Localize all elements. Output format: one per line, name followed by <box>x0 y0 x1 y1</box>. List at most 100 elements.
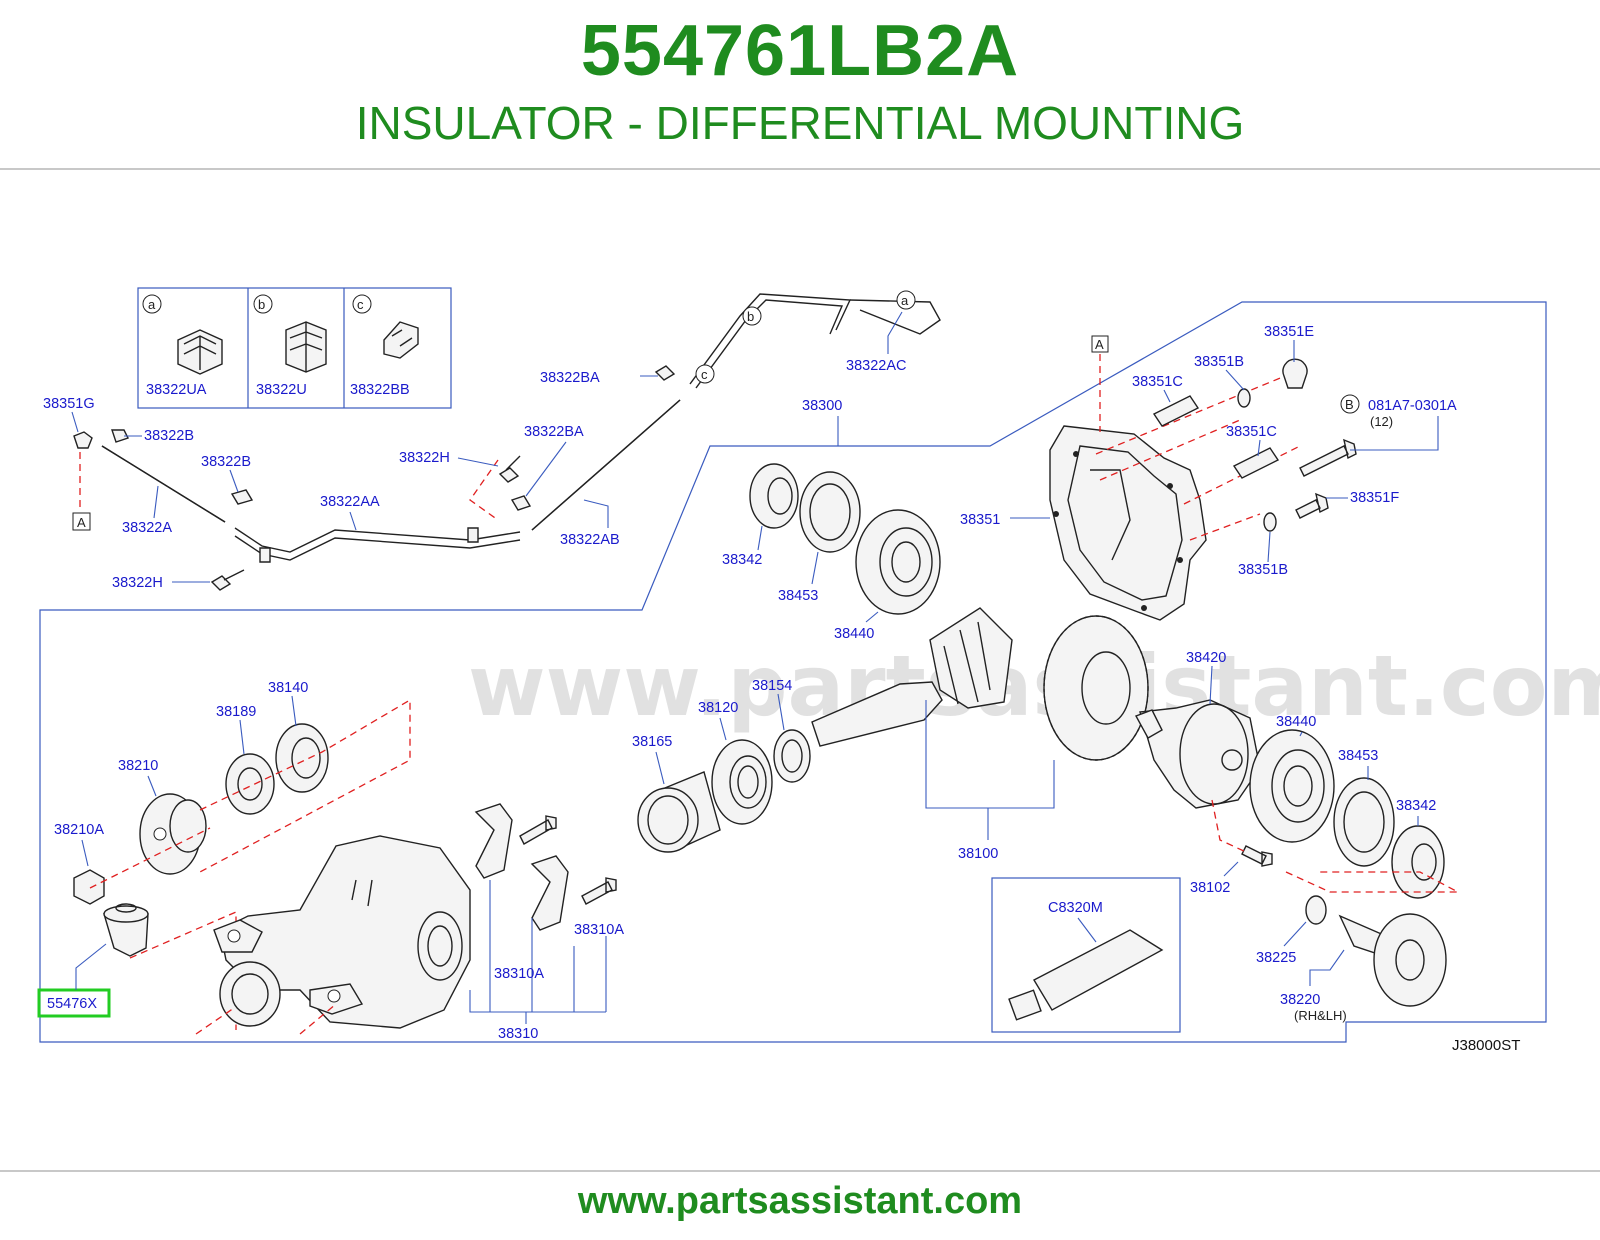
bearing-38140 <box>275 723 329 793</box>
bolt-icon <box>581 877 617 905</box>
label-38351E[interactable]: 38351E <box>1264 324 1314 340</box>
label-38351B[interactable]: 38351B <box>1238 562 1288 578</box>
ref-box-a <box>72 512 91 531</box>
label-38225[interactable]: 38225 <box>1256 950 1296 966</box>
clip-inset-box: a b c 38322UA 38322U 38322BB <box>137 287 452 409</box>
bolt-icon <box>1295 492 1329 519</box>
ref-circle-b: B <box>1345 397 1354 412</box>
label-38351C[interactable]: 38351C <box>1132 374 1183 390</box>
label-38310A[interactable]: 38310A <box>574 922 624 938</box>
label-38210[interactable]: 38210 <box>118 758 158 774</box>
shim-38154 <box>773 729 811 783</box>
bearing-38120 <box>711 739 773 825</box>
bearing-38342-lower <box>1391 825 1445 899</box>
seal-38453-upper <box>799 471 861 553</box>
part-number-title: 554761LB2A <box>580 11 1020 91</box>
inset-circle-c: c <box>357 297 364 312</box>
plug-icon <box>1282 358 1308 389</box>
label-38322UA[interactable]: 38322UA <box>146 382 207 398</box>
label-38322BA[interactable]: 38322BA <box>540 370 600 386</box>
header-divider <box>0 168 1600 170</box>
label-38322AA[interactable]: 38322AA <box>320 494 380 510</box>
highlight-box-55476X <box>37 988 111 1018</box>
clip-icon <box>177 329 223 375</box>
companion-flange-38210 <box>139 793 207 875</box>
label-38189[interactable]: 38189 <box>216 704 256 720</box>
ref-box-a-label: A <box>77 515 86 530</box>
label-38310A[interactable]: 38310A <box>494 966 544 982</box>
bolt-icon <box>1299 438 1357 477</box>
label-38140[interactable]: 38140 <box>268 680 308 696</box>
clip-icon <box>510 495 532 511</box>
label-38322H[interactable]: 38322H <box>112 575 163 591</box>
rear-cover <box>1049 425 1207 621</box>
diagram-code: J38000ST <box>1452 1037 1520 1054</box>
bearing-38342-upper <box>749 463 799 529</box>
label-38220[interactable]: 38220 <box>1280 992 1320 1008</box>
main-assembly-boundary <box>39 301 1547 1043</box>
guide-line <box>469 459 499 521</box>
bolt-icon <box>1241 845 1273 867</box>
label-38300[interactable]: 38300 <box>802 398 842 414</box>
label-38453[interactable]: 38453 <box>1338 748 1378 764</box>
sealant-box <box>991 877 1181 1033</box>
ring-gear <box>1043 615 1149 761</box>
fitting-icon <box>73 431 93 449</box>
clip-icon <box>383 321 419 359</box>
guide-line <box>195 1003 337 1035</box>
breather-tube-assembly: b a c <box>73 290 941 591</box>
label-55476X[interactable]: 55476X <box>47 996 97 1012</box>
label-081A7-0301A[interactable]: 081A7-0301A <box>1368 398 1457 414</box>
label-38440[interactable]: 38440 <box>834 626 874 642</box>
label-38342[interactable]: 38342 <box>1396 798 1436 814</box>
bolt-icon <box>519 815 557 845</box>
drive-pinion <box>811 607 1013 747</box>
part-name-subtitle: INSULATOR - DIFFERENTIAL MOUNTING <box>355 97 1245 149</box>
label-38220-note: (RH&LH) <box>1294 1008 1347 1023</box>
label-38440[interactable]: 38440 <box>1276 714 1316 730</box>
label-38322BB[interactable]: 38322BB <box>350 382 410 398</box>
label-38322AB[interactable]: 38322AB <box>560 532 620 548</box>
label-C8320M[interactable]: C8320M <box>1048 900 1103 916</box>
dowel-pin-icon <box>1152 395 1200 427</box>
label-38351C[interactable]: 38351C <box>1226 424 1277 440</box>
page-header: 554761LB2A INSULATOR - DIFFERENTIAL MOUN… <box>0 0 1600 170</box>
label-38420[interactable]: 38420 <box>1186 650 1226 666</box>
label-38322U[interactable]: 38322U <box>256 382 307 398</box>
gear-carrier-housing-38310 <box>213 835 471 1029</box>
watermark: www.partsassistant.com <box>468 637 1600 735</box>
label-38351F[interactable]: 38351F <box>1350 490 1399 506</box>
label-38322BA[interactable]: 38322BA <box>524 424 584 440</box>
label-081A7-qty: (12) <box>1370 414 1393 429</box>
label-38120[interactable]: 38120 <box>698 700 738 716</box>
bearing-38440-upper <box>855 509 941 615</box>
collapsible-spacer-38165 <box>637 771 721 853</box>
label-38351G[interactable]: 38351G <box>43 396 95 412</box>
label-38322H[interactable]: 38322H <box>399 450 450 466</box>
label-38322AC[interactable]: 38322AC <box>846 358 906 374</box>
label-38165[interactable]: 38165 <box>632 734 672 750</box>
ref-box-a <box>1091 335 1109 353</box>
label-38351[interactable]: 38351 <box>960 512 1000 528</box>
label-38453[interactable]: 38453 <box>778 588 818 604</box>
bracket-icon <box>467 527 479 543</box>
label-38100[interactable]: 38100 <box>958 846 998 862</box>
seal-38189 <box>225 753 275 815</box>
footer-url[interactable]: www.partsassistant.com <box>577 1180 1023 1222</box>
label-38322A[interactable]: 38322A <box>122 520 172 536</box>
clip-icon <box>230 489 254 505</box>
tube-marker-a: a <box>901 293 909 308</box>
label-38102[interactable]: 38102 <box>1190 880 1230 896</box>
nut-icon <box>73 869 105 905</box>
label-38154[interactable]: 38154 <box>752 678 792 694</box>
exploded-parts-diagram: www.partsassistant.com a b c 38322UA 383… <box>37 287 1600 1054</box>
label-38322B[interactable]: 38322B <box>144 428 194 444</box>
label-38342[interactable]: 38342 <box>722 552 762 568</box>
dowel-pin-icon <box>1232 447 1280 479</box>
label-38322B[interactable]: 38322B <box>201 454 251 470</box>
inset-circle-b: b <box>258 297 265 312</box>
bearing-cap-icon <box>474 803 513 879</box>
label-38210A[interactable]: 38210A <box>54 822 104 838</box>
label-38310[interactable]: 38310 <box>498 1026 538 1042</box>
label-38351B[interactable]: 38351B <box>1194 354 1244 370</box>
